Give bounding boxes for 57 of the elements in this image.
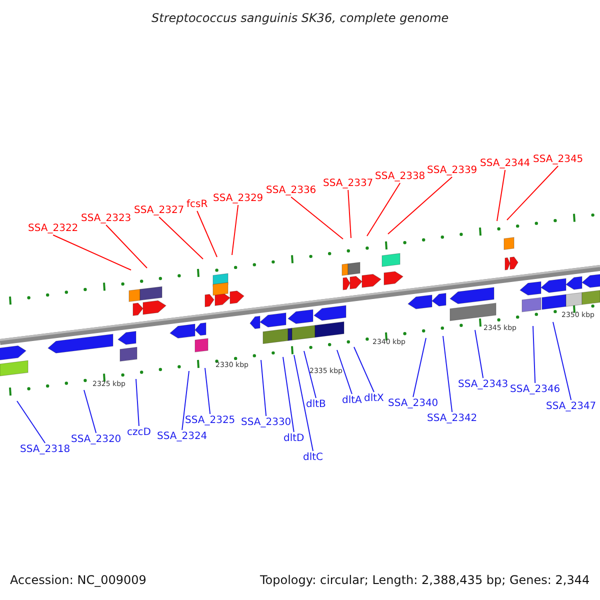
leader-line bbox=[496, 170, 506, 222]
gene-label: SSA_2337 bbox=[323, 177, 374, 190]
leader-line bbox=[182, 370, 190, 430]
leader-line bbox=[260, 360, 267, 416]
footer-text: Topology: circular; Length: 2,388,435 bp; Genes: 2,344 bbox=[260, 574, 590, 587]
gene-label: SSA_2340 bbox=[388, 397, 438, 410]
gene-label: czcD bbox=[127, 426, 151, 439]
gene-label: SSA_2347 bbox=[546, 400, 596, 413]
leader-line bbox=[84, 390, 97, 434]
gene-label: dltD bbox=[284, 432, 304, 445]
gene-label: dltA bbox=[342, 394, 362, 407]
footer-text: Accession: NC_009009 bbox=[10, 574, 146, 587]
gene-label: SSA_2330 bbox=[241, 416, 292, 429]
gene-label: SSA_2339 bbox=[427, 164, 478, 177]
gene-label: SSA_2323 bbox=[81, 212, 132, 225]
leader-line bbox=[290, 196, 344, 240]
leader-line bbox=[106, 224, 148, 268]
leader-line bbox=[474, 330, 484, 378]
leader-line bbox=[532, 326, 536, 384]
leader-line bbox=[366, 182, 401, 236]
gene-label: dltC bbox=[303, 451, 324, 464]
leader-line bbox=[196, 210, 218, 258]
leader-line bbox=[136, 378, 140, 426]
leader-line bbox=[204, 368, 211, 414]
leader-line bbox=[294, 354, 314, 452]
leader-line bbox=[412, 338, 426, 398]
gene-label: SSA_2344 bbox=[480, 157, 530, 170]
gene-label: SSA_2324 bbox=[157, 430, 208, 443]
leader-line bbox=[232, 204, 239, 256]
gene-label: SSA_2327 bbox=[134, 204, 184, 217]
gene-label: SSA_2329 bbox=[213, 192, 264, 205]
leader-line bbox=[388, 176, 453, 234]
leader-line bbox=[52, 234, 132, 270]
gene-label: SSA_2338 bbox=[375, 170, 426, 183]
gene-label: SSA_2318 bbox=[20, 443, 70, 456]
leader-line bbox=[282, 356, 294, 432]
gene-label: SSA_2345 bbox=[533, 153, 584, 166]
gene-label: SSA_2336 bbox=[266, 184, 316, 197]
leader-line bbox=[336, 350, 352, 394]
gene-label: dltB bbox=[306, 398, 326, 411]
leader-line bbox=[16, 400, 46, 444]
leader-line bbox=[158, 216, 204, 260]
gene-label: SSA_2325 bbox=[185, 414, 236, 427]
gene-label: SSA_2320 bbox=[71, 433, 122, 446]
leader-line bbox=[348, 190, 352, 238]
leader-line bbox=[442, 336, 453, 412]
leader-line bbox=[304, 350, 316, 398]
title: Streptococcus sanguinis SK36, complete genome bbox=[152, 12, 449, 25]
gene-label: dltX bbox=[364, 392, 384, 405]
gene-label: SSA_2346 bbox=[510, 383, 560, 396]
leader-line bbox=[354, 346, 374, 392]
gene-label: SSA_2343 bbox=[458, 378, 508, 391]
gene-label: SSA_2342 bbox=[427, 412, 478, 425]
leader-line bbox=[506, 166, 559, 220]
leader-line bbox=[552, 322, 572, 400]
gene-label: fcsR bbox=[186, 198, 208, 211]
gene-label: SSA_2322 bbox=[28, 222, 78, 235]
